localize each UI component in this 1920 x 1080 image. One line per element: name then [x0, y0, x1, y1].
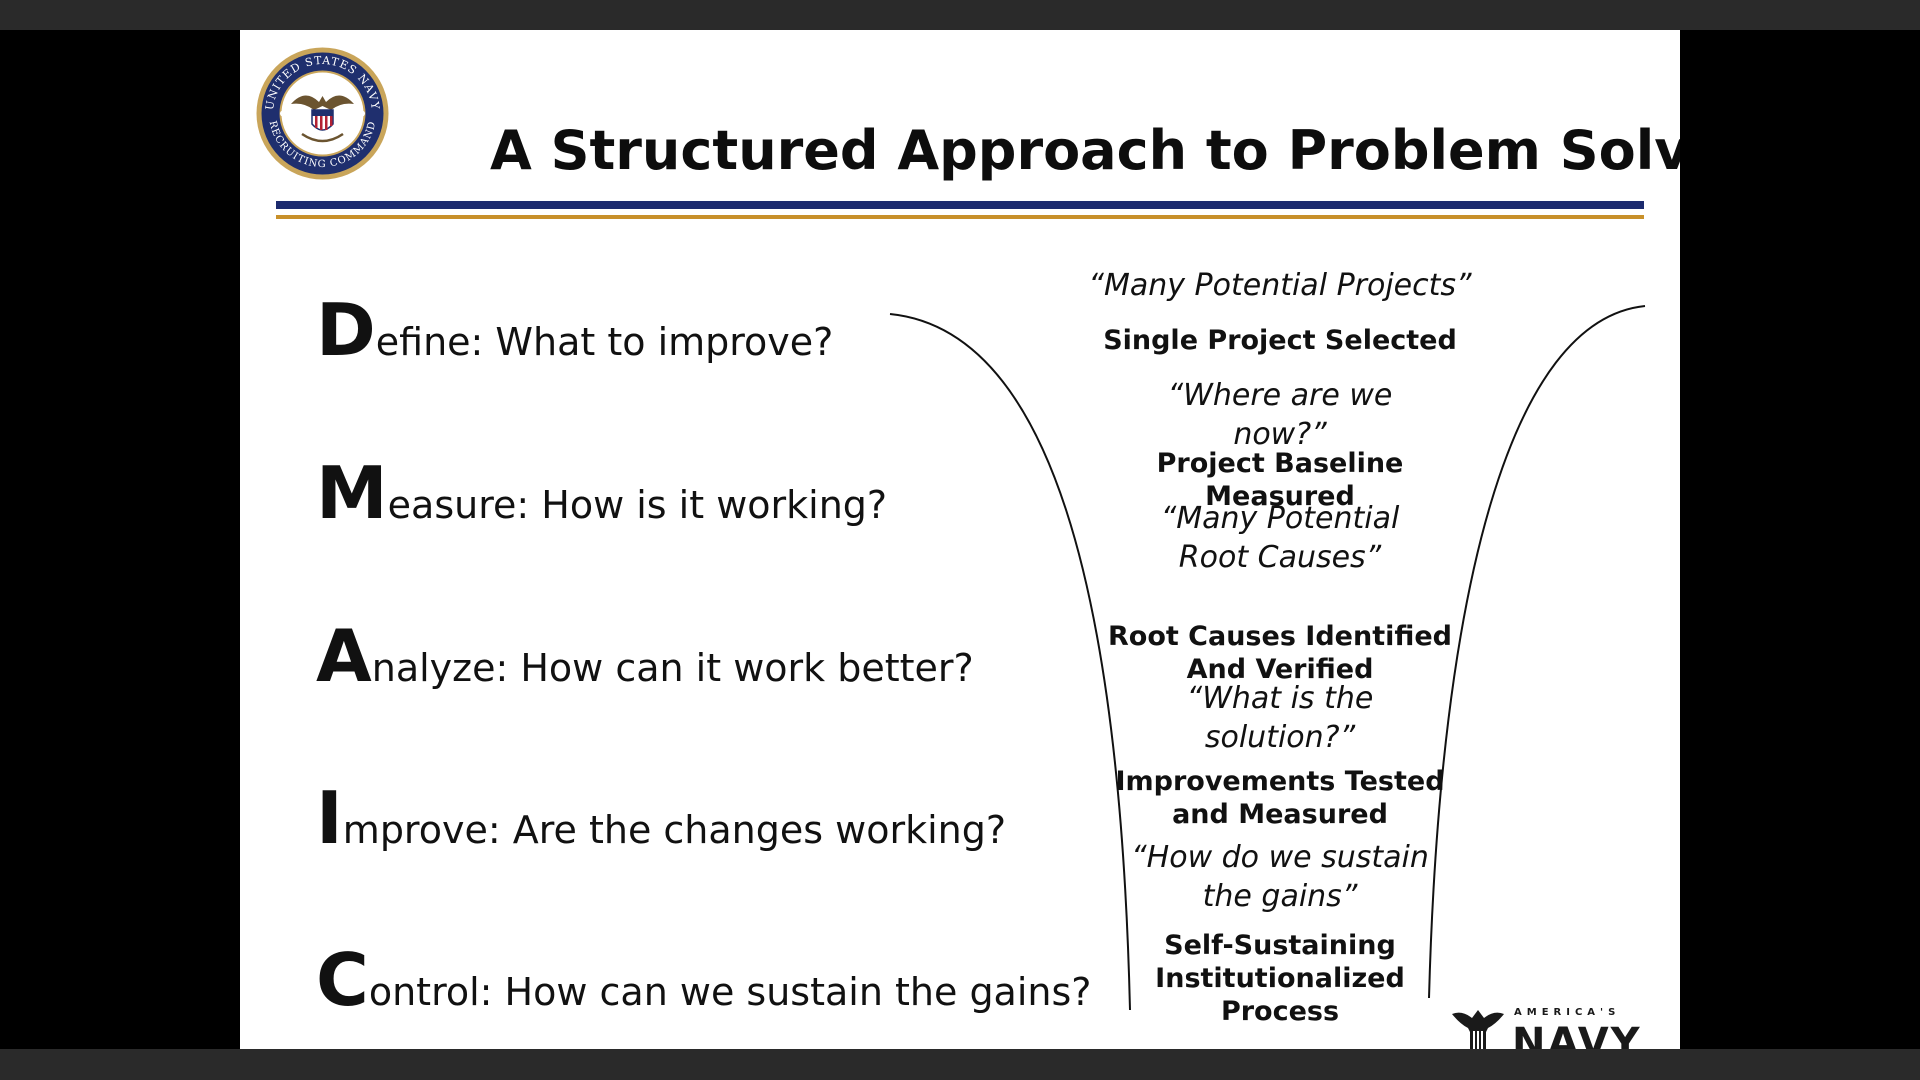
navy-recruiting-seal-icon: UNITED STATES NAVY RECRUITING COMMAND	[256, 47, 389, 180]
funnel-sustain-q: “How do we sustain the gains”	[1080, 838, 1480, 916]
funnel-where-now-line1: “Where are we	[1167, 378, 1393, 413]
funnel-many-projects: “Many Potential Projects”	[1080, 266, 1480, 305]
title-rule-gold	[276, 215, 1644, 219]
dmaic-define-row: Define: What to improve?	[316, 294, 834, 372]
dmaic-control-text: ontrol: How can we sustain the gains?	[368, 970, 1092, 1014]
americas-navy-logo-icon: AMERICA'S NAVY	[1452, 1007, 1642, 1049]
dmaic-improve-letter: I	[316, 776, 343, 860]
dmaic-measure-row: Measure: How is it working?	[316, 457, 888, 535]
funnel-root-causes-q-line1: “Many Potential	[1160, 501, 1400, 536]
dmaic-control-letter: C	[316, 938, 369, 1022]
funnel-solution-q: “What is the solution?”	[1080, 679, 1480, 757]
funnel-self-sustaining-line3: Process	[1220, 996, 1340, 1027]
dmaic-define-text: efine: What to improve?	[375, 320, 834, 364]
presentation-slide: UNITED STATES NAVY RECRUITING COMMAND A …	[240, 30, 1680, 1049]
dmaic-define-letter: D	[316, 288, 376, 372]
funnel-right-curve	[1428, 305, 1646, 999]
funnel-solution-q-line2: solution?”	[1204, 720, 1356, 755]
americas-text: AMERICA'S	[1514, 1007, 1620, 1018]
dmaic-measure-text: easure: How is it working?	[387, 483, 888, 527]
funnel-where-now-line2: now?”	[1233, 417, 1327, 452]
funnel-many-projects-line: “Many Potential Projects”	[1088, 268, 1472, 303]
funnel-solution-q-line1: “What is the	[1186, 681, 1374, 716]
funnel-self-sustaining: Self-Sustaining Institutionalized Proces…	[1080, 929, 1480, 1028]
dmaic-improve-row: Improve: Are the changes working?	[316, 782, 1007, 860]
funnel-root-causes-identified-line1: Root Causes Identified	[1107, 621, 1453, 652]
funnel-root-causes-q: “Many Potential Root Causes”	[1080, 499, 1480, 577]
funnel-left-curve	[889, 313, 1131, 1011]
funnel-where-now: “Where are we now?”	[1080, 376, 1480, 454]
funnel-improvements-tested-line2: and Measured	[1172, 799, 1388, 830]
title-rule-navy	[276, 201, 1644, 209]
viewer-top-bar	[0, 0, 1920, 30]
funnel-single-project: Single Project Selected	[1080, 324, 1480, 357]
funnel-outline	[889, 305, 1646, 1011]
funnel-improvements-tested: Improvements Tested and Measured	[1080, 765, 1480, 831]
funnel-sustain-q-line2: the gains”	[1202, 879, 1358, 914]
dmaic-analyze-row: Analyze: How can it work better?	[316, 620, 974, 698]
funnel-baseline-measured: Project Baseline Measured	[1080, 447, 1480, 513]
funnel-self-sustaining-line1: Self-Sustaining	[1164, 930, 1396, 961]
funnel-baseline-measured-line: Project Baseline Measured	[1156, 448, 1404, 512]
funnel-root-causes-q-line2: Root Causes”	[1178, 540, 1382, 575]
dmaic-measure-letter: M	[316, 451, 388, 535]
dmaic-analyze-text: nalyze: How can it work better?	[371, 646, 974, 690]
funnel-self-sustaining-line2: Institutionalized	[1155, 963, 1405, 994]
slide-title: A Structured Approach to Problem Solving	[490, 119, 1680, 182]
funnel-root-causes-identified: Root Causes Identified And Verified	[1080, 620, 1480, 686]
funnel-root-causes-identified-line2: And Verified	[1186, 654, 1374, 685]
navy-text: NAVY	[1512, 1020, 1642, 1049]
funnel-sustain-q-line1: “How do we sustain	[1131, 840, 1429, 875]
funnel-single-project-line: Single Project Selected	[1103, 325, 1457, 356]
funnel-improvements-tested-line1: Improvements Tested	[1115, 766, 1445, 797]
viewer-bottom-bar	[0, 1049, 1920, 1080]
dmaic-improve-text: mprove: Are the changes working?	[342, 808, 1007, 852]
dmaic-control-row: Control: How can we sustain the gains?	[316, 944, 1092, 1022]
dmaic-analyze-letter: A	[316, 614, 372, 698]
